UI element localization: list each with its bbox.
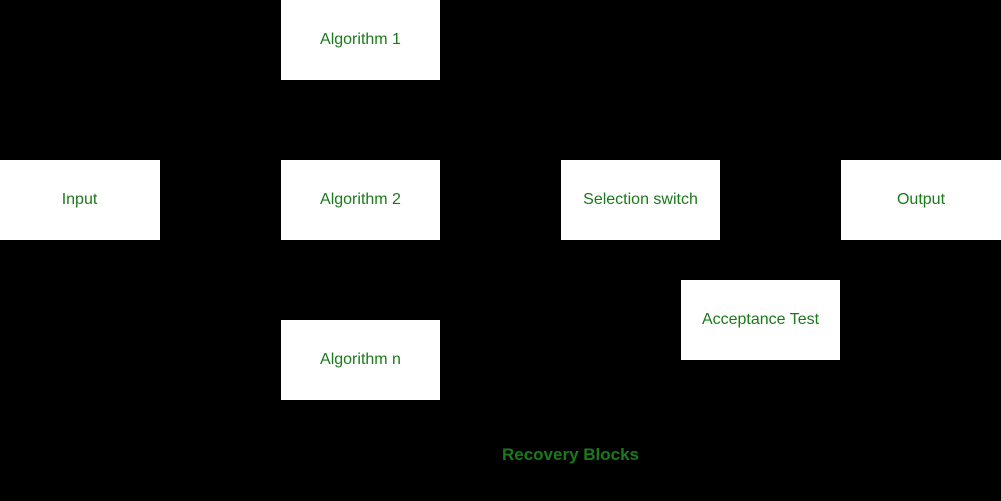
diagram-caption: Recovery Blocks [501, 445, 640, 464]
node-algorithm-n-label: Algorithm n [320, 351, 401, 368]
node-input-label: Input [61, 191, 98, 208]
node-selection-switch[interactable]: Selection switch [561, 160, 720, 240]
node-algorithm-1-label: Algorithm 1 [320, 30, 401, 48]
node-acceptance-test[interactable]: Acceptance Test [681, 280, 840, 360]
node-selection-switch-label: Selection switch [583, 191, 698, 208]
node-acceptance-test-label: Acceptance Test [701, 311, 820, 328]
node-algorithm-2[interactable]: Algorithm 2 [281, 160, 440, 240]
node-output[interactable]: Output [841, 160, 1001, 240]
node-algorithm-2-label: Algorithm 2 [320, 191, 401, 208]
node-output-label: Output [896, 191, 946, 208]
node-algorithm-1[interactable]: Algorithm 1 [281, 0, 440, 80]
node-input[interactable]: Input [0, 160, 160, 240]
node-algorithm-n[interactable]: Algorithm n [281, 320, 440, 400]
